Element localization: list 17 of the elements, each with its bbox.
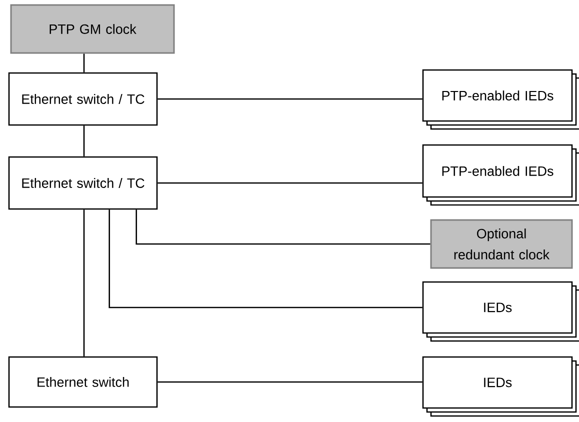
connector-line [158, 381, 422, 383]
device-stack-box: PTP-enabled IEDs [422, 69, 579, 130]
connector-line [83, 126, 85, 156]
connector-line [83, 210, 85, 356]
connector-line [158, 98, 422, 100]
connector-line [158, 182, 422, 184]
clock-box: PTP GM clock [10, 4, 175, 54]
switch-box: Ethernet switch / TC [8, 156, 158, 210]
clock-box: Optional redundant clock [430, 219, 573, 269]
connector-line [136, 210, 430, 245]
device-stack-box: PTP-enabled IEDs [422, 144, 579, 206]
connector-line [108, 210, 422, 308]
device-stack-box: IEDs [422, 281, 579, 342]
switch-box: Ethernet switch [8, 356, 158, 408]
connector-line [83, 54, 85, 72]
device-stack-box: IEDs [422, 356, 579, 417]
switch-box: Ethernet switch / TC [8, 72, 158, 126]
